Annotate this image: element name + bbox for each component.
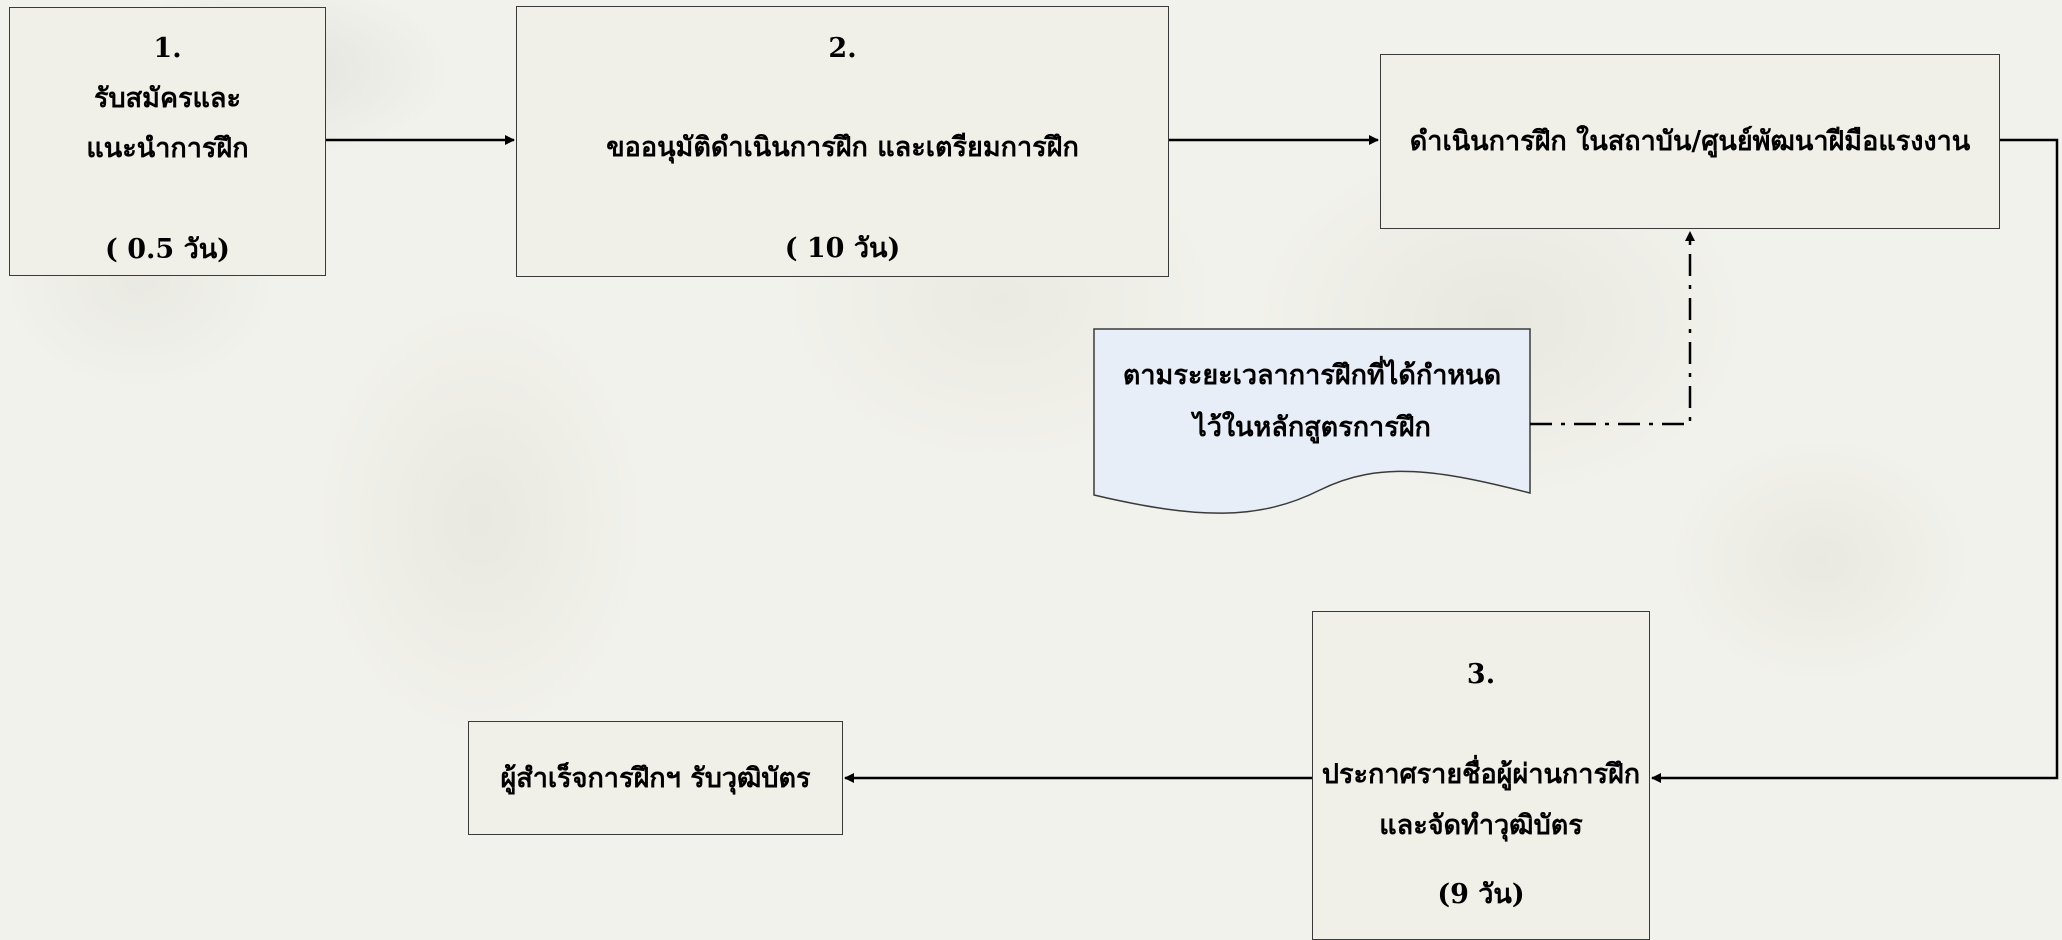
step-1-label-line-2: แนะนำการฝึก xyxy=(86,133,249,164)
step-1-number: 1. xyxy=(153,33,182,64)
step-3-box: 3. ประกาศรายชื่อผู้ผ่านการฝึก และจัดทำวุ… xyxy=(1312,611,1650,940)
step-2-number: 2. xyxy=(828,33,857,64)
step-1-label-line-1: รับสมัครและ xyxy=(94,83,241,114)
step-1-duration: ( 0.5 วัน) xyxy=(105,234,230,265)
certificate-label: ผู้สำเร็จการฝึกฯ รับวุฒิบัตร xyxy=(500,763,811,794)
note-connector-dashdot xyxy=(1530,231,1695,426)
step-1-box: 1. รับสมัครและ แนะนำการฝึก ( 0.5 วัน) xyxy=(9,7,326,276)
certificate-box: ผู้สำเร็จการฝึกฯ รับวุฒิบัตร xyxy=(468,721,843,835)
training-box: ดำเนินการฝึก ในสถาบัน/ศูนย์พัฒนาฝีมือแรง… xyxy=(1380,54,2000,229)
arrow-training-to-announce xyxy=(1651,138,2059,783)
step-3-duration: (9 วัน) xyxy=(1437,879,1525,910)
note-line-1: ตามระยะเวลาการฝึกที่ได้กำหนด xyxy=(1122,360,1502,391)
step-2-box: 2. ขออนุมัติดำเนินการฝึก และเตรียมการฝึก… xyxy=(516,6,1169,277)
note-document: ตามระยะเวลาการฝึกที่ได้กำหนด ไว้ในหลักสู… xyxy=(1094,350,1530,454)
step-2-duration: ( 10 วัน) xyxy=(784,233,901,264)
step-3-label-line-2: และจัดทำวุฒิบัตร xyxy=(1379,810,1583,841)
step-3-number: 3. xyxy=(1466,659,1496,690)
step-3-label-line-1: ประกาศรายชื่อผู้ผ่านการฝึก xyxy=(1321,759,1641,790)
note-document-shape xyxy=(1093,328,1531,514)
note-line-2: ไว้ในหลักสูตรการฝึก xyxy=(1193,412,1431,443)
step-2-label-line-1: ขออนุมัติดำเนินการฝึก และเตรียมการฝึก xyxy=(606,132,1079,163)
training-label: ดำเนินการฝึก ในสถาบัน/ศูนย์พัฒนาฝีมือแรง… xyxy=(1409,126,1971,157)
